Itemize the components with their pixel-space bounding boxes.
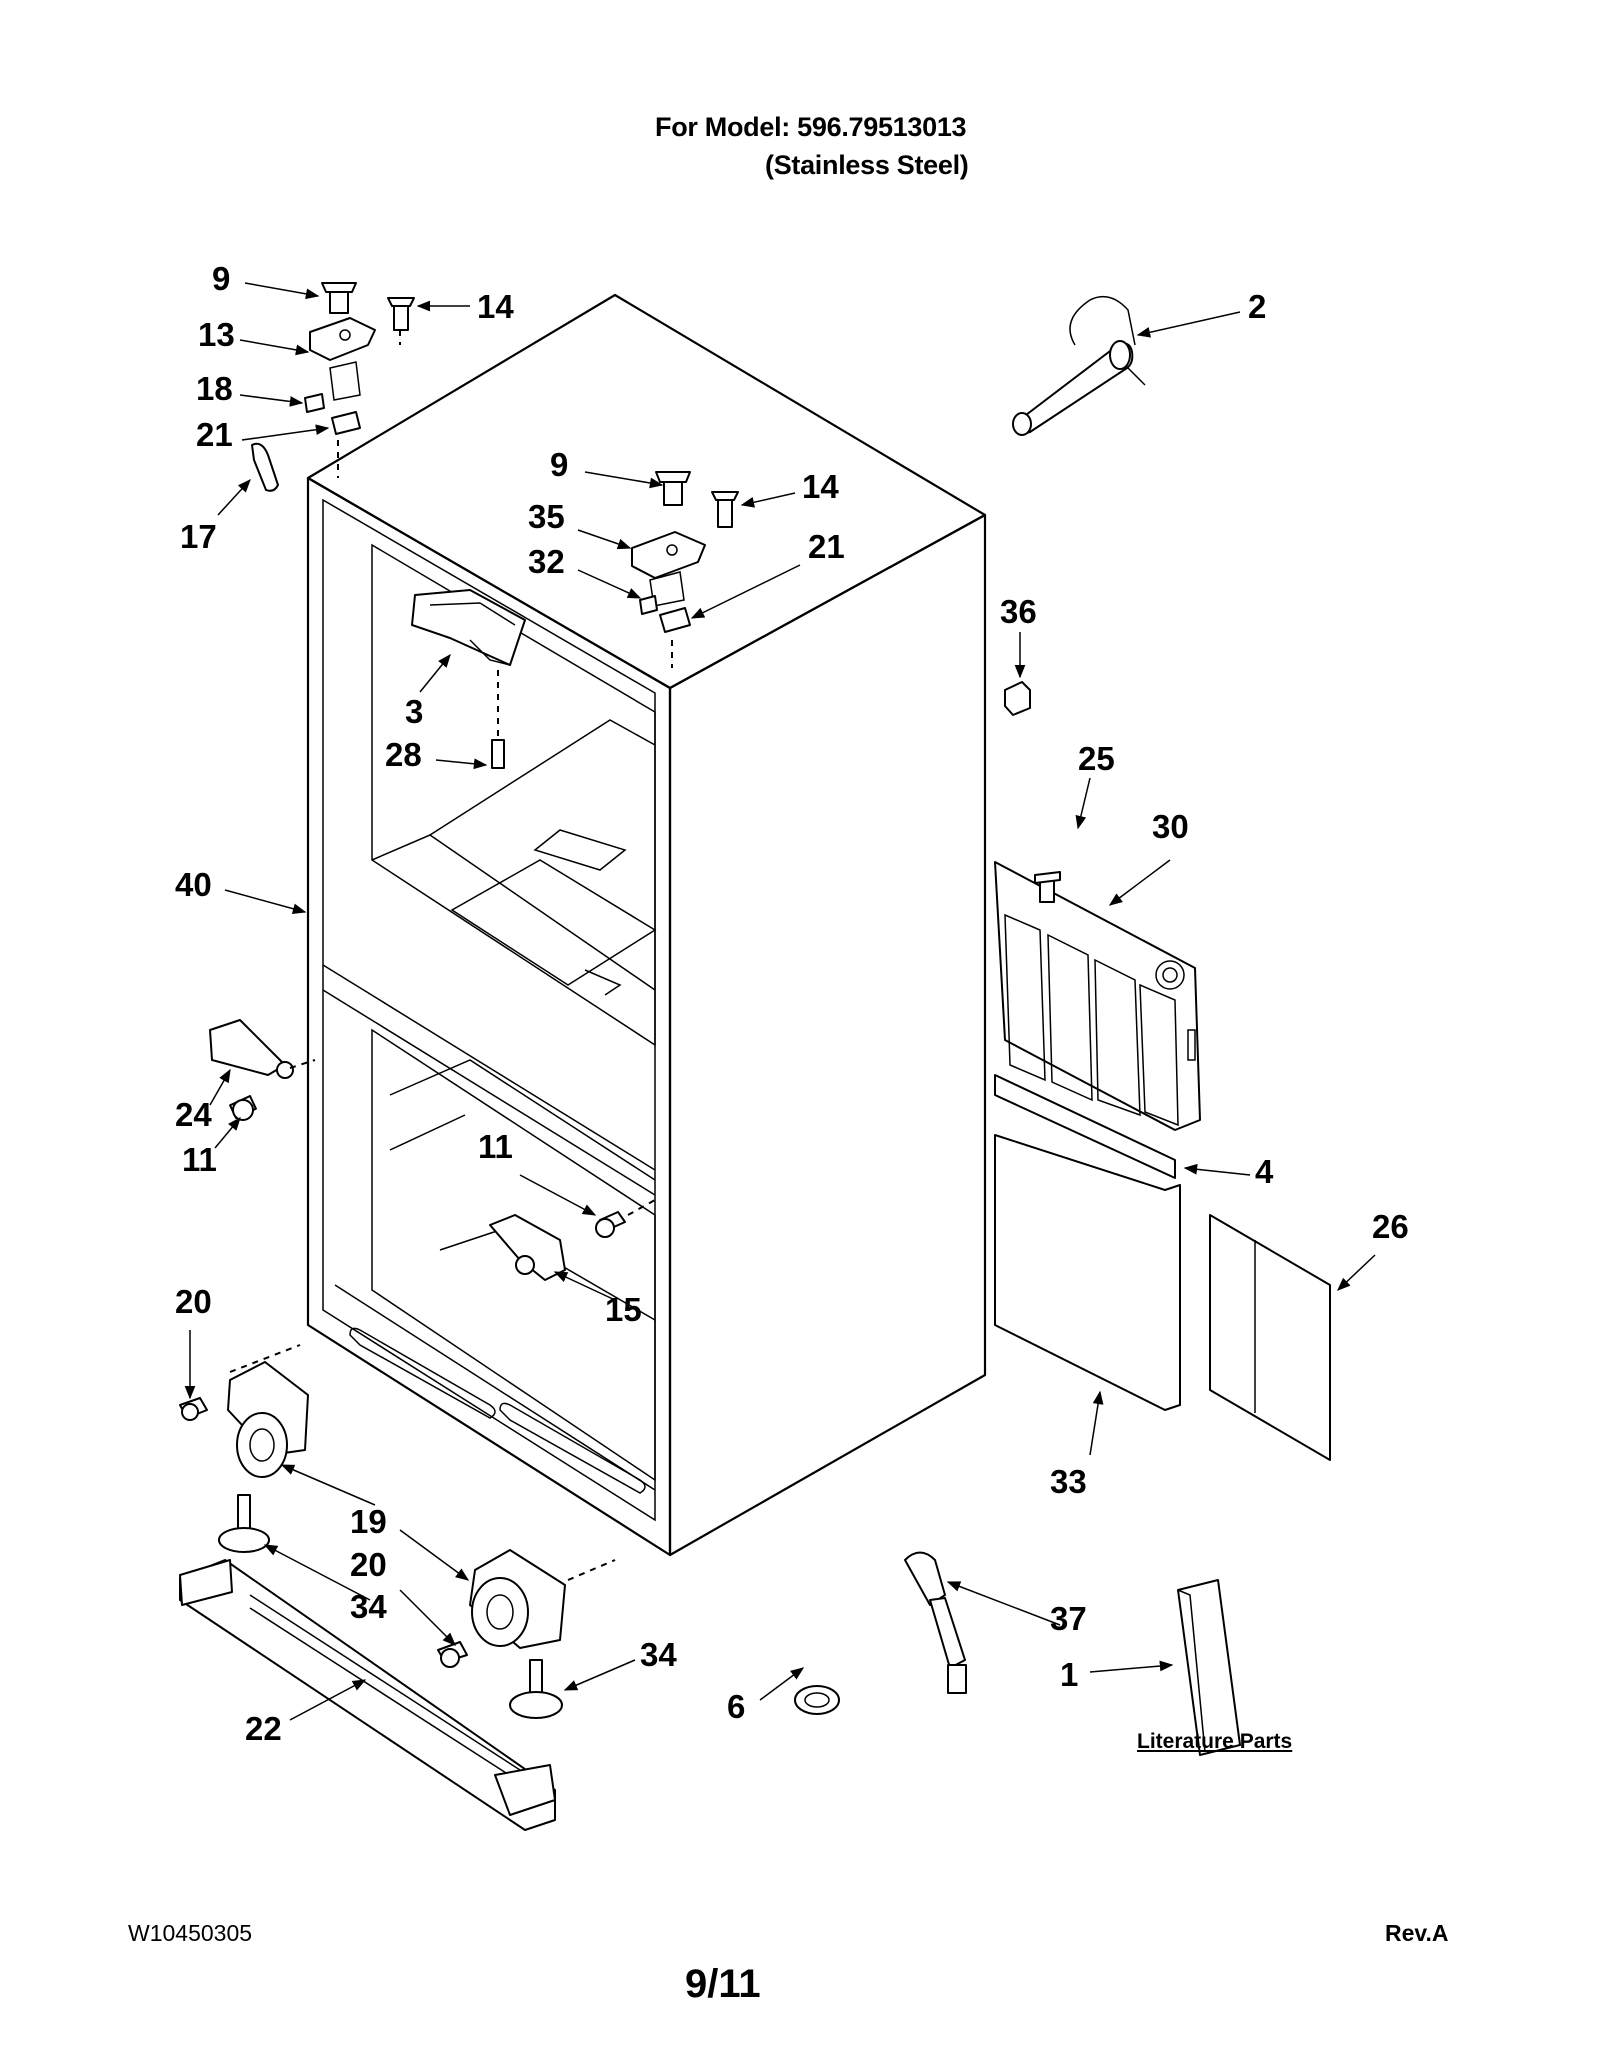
callout-37: 37 — [1050, 1600, 1087, 1637]
callout-17: 17 — [180, 518, 217, 555]
callout-9-top-right: 9 — [550, 446, 569, 483]
callout-1: 1 — [1060, 1656, 1079, 1693]
callout-26: 26 — [1372, 1208, 1409, 1245]
callout-14-top-left: 14 — [477, 288, 514, 325]
callout-34-left: 34 — [350, 1588, 387, 1625]
callout-32: 32 — [528, 543, 565, 580]
leader-lines — [184, 282, 1376, 1721]
callout-19: 19 — [350, 1503, 387, 1540]
wrench-tool — [904, 1551, 967, 1694]
refrigerator-cabinet — [306, 293, 987, 1557]
literature-parts-label: Literature Parts — [1137, 1730, 1293, 1753]
model-title: For Model: 596.79513013 — [655, 112, 967, 142]
callout-11-center: 11 — [478, 1128, 513, 1165]
callout-28: 28 — [385, 736, 422, 773]
callout-6: 6 — [727, 1688, 746, 1725]
callout-30: 30 — [1152, 808, 1189, 845]
callout-21-top-left: 21 — [196, 416, 233, 453]
callout-24: 24 — [175, 1096, 212, 1133]
callout-14-top-right: 14 — [802, 468, 839, 505]
callout-25: 25 — [1078, 740, 1115, 777]
callout-18: 18 — [196, 370, 233, 407]
literature-booklet — [1177, 1579, 1241, 1756]
callout-22: 22 — [245, 1710, 282, 1747]
trim-strip — [994, 1074, 1176, 1179]
document-number: W10450305 — [128, 1920, 253, 1946]
rear-cover-sheet — [1209, 1214, 1331, 1461]
callout-20-right: 20 — [350, 1546, 387, 1583]
left-roller-assembly — [179, 1344, 309, 1553]
callout-34-right: 34 — [640, 1636, 677, 1673]
page-number: 9/11 — [685, 1962, 761, 2006]
water-tube-part — [1012, 295, 1146, 436]
control-housing — [411, 589, 526, 769]
callout-9-top-left: 9 — [212, 260, 231, 297]
callout-21-top-right: 21 — [808, 528, 845, 565]
callout-36: 36 — [1000, 593, 1037, 630]
callout-2: 2 — [1248, 288, 1267, 325]
callout-13: 13 — [198, 316, 235, 353]
top-left-hinge-group — [251, 282, 415, 492]
callout-20-left: 20 — [175, 1283, 212, 1320]
finish-subtitle: (Stainless Steel) — [765, 150, 969, 180]
top-right-hinge-group — [631, 471, 739, 668]
callout-40: 40 — [175, 866, 212, 903]
right-roller-assembly — [437, 1549, 616, 1719]
insulation-panel — [994, 1134, 1181, 1411]
middle-hinge-left — [209, 1019, 656, 1238]
toe-grille — [179, 1559, 556, 1831]
grommet — [794, 1685, 840, 1715]
callout-35: 35 — [528, 498, 565, 535]
callout-3: 3 — [405, 693, 424, 730]
callout-33: 33 — [1050, 1463, 1087, 1500]
callout-15: 15 — [605, 1291, 642, 1328]
callout-4: 4 — [1255, 1153, 1274, 1190]
revision-label: Rev.A — [1385, 1920, 1449, 1946]
clip-part — [1004, 681, 1031, 716]
callout-11-left: 11 — [182, 1141, 217, 1178]
rear-access-panel — [994, 861, 1201, 1131]
